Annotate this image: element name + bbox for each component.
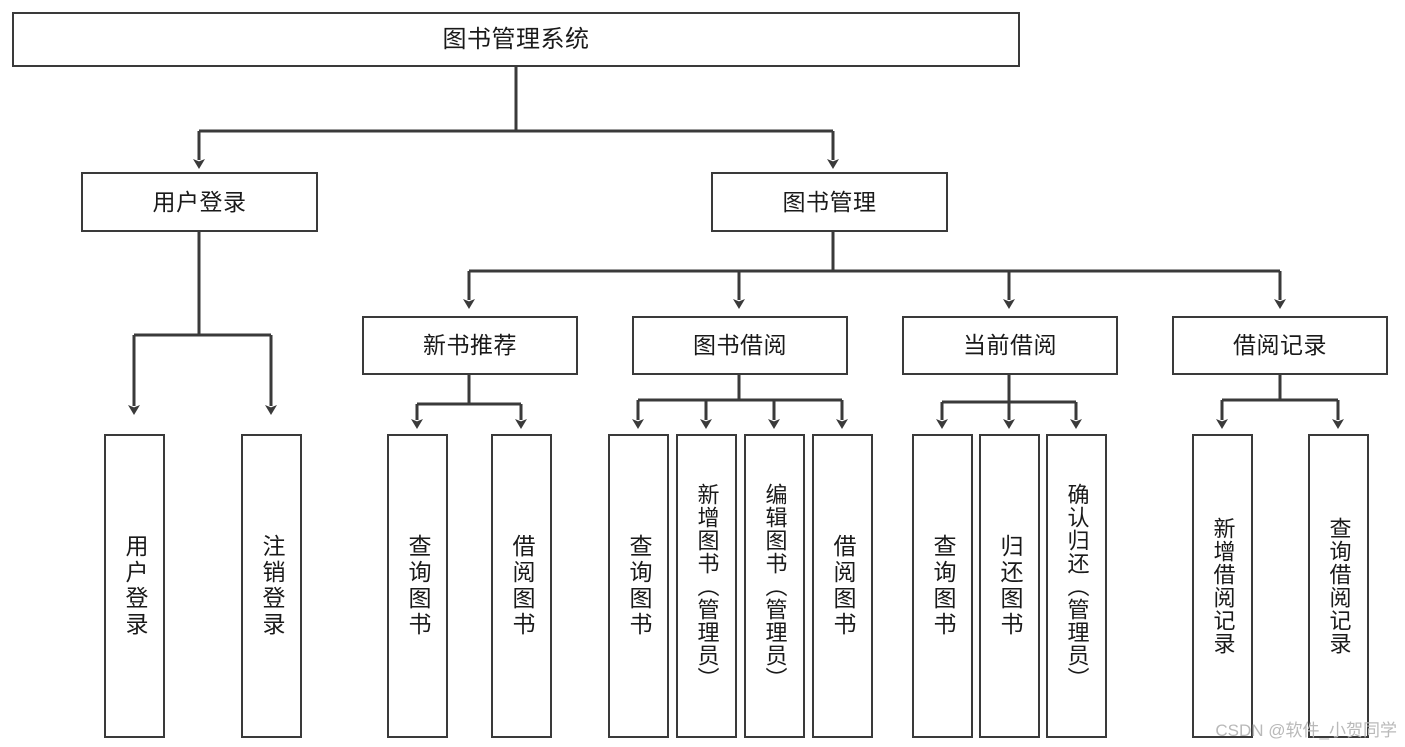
leaf-logout[interactable]: 注销登录 <box>241 434 302 738</box>
leaf-query-book-borrow[interactable]: 查询图书 <box>608 434 669 738</box>
leaf-borrow-book-recommend[interactable]: 借阅图书 <box>491 434 552 738</box>
node-book-management[interactable]: 图书管理 <box>711 172 948 232</box>
node-label: 借阅图书 <box>509 534 535 638</box>
node-label: 新书推荐 <box>423 332 517 359</box>
node-label: 查询借阅记录 <box>1326 517 1352 655</box>
watermark: CSDN @软件_小贺同学 <box>1215 721 1397 740</box>
node-borrow-record[interactable]: 借阅记录 <box>1172 316 1388 375</box>
node-label: 图书管理系统 <box>442 25 590 53</box>
node-label: 图书管理 <box>782 188 877 215</box>
leaf-borrow-book[interactable]: 借阅图书 <box>812 434 873 738</box>
node-label: 注销登录 <box>259 534 285 638</box>
node-label: 当前借阅 <box>963 332 1057 359</box>
node-label: 归还图书 <box>997 534 1023 638</box>
node-new-book-recommend[interactable]: 新书推荐 <box>362 316 578 375</box>
node-label: 借阅图书 <box>830 534 856 638</box>
leaf-return-book[interactable]: 归还图书 <box>979 434 1040 738</box>
node-label: 确认归还（管理员） <box>1064 482 1090 690</box>
leaf-confirm-return-admin[interactable]: 确认归还（管理员） <box>1046 434 1107 738</box>
node-label: 用户登录 <box>122 534 148 638</box>
node-label: 查询图书 <box>626 534 652 638</box>
node-current-borrow[interactable]: 当前借阅 <box>902 316 1118 375</box>
leaf-add-book-admin[interactable]: 新增图书（管理员） <box>676 434 737 738</box>
node-label: 借阅记录 <box>1233 332 1327 359</box>
leaf-query-book-recommend[interactable]: 查询图书 <box>387 434 448 738</box>
leaf-add-borrow-record[interactable]: 新增借阅记录 <box>1192 434 1253 738</box>
node-label: 用户登录 <box>152 188 247 215</box>
leaf-user-login[interactable]: 用户登录 <box>104 434 165 738</box>
node-label: 编辑图书（管理员） <box>762 482 788 690</box>
leaf-query-book-current[interactable]: 查询图书 <box>912 434 973 738</box>
leaf-query-borrow-record[interactable]: 查询借阅记录 <box>1308 434 1369 738</box>
node-label: 图书借阅 <box>693 332 787 359</box>
node-label: 新增借阅记录 <box>1210 517 1236 655</box>
node-book-borrow[interactable]: 图书借阅 <box>632 316 848 375</box>
node-root-system[interactable]: 图书管理系统 <box>12 12 1020 67</box>
node-label: 查询图书 <box>405 534 431 638</box>
node-label: 新增图书（管理员） <box>694 482 720 690</box>
node-user-login[interactable]: 用户登录 <box>81 172 318 232</box>
node-label: 查询图书 <box>930 534 956 638</box>
leaf-edit-book-admin[interactable]: 编辑图书（管理员） <box>744 434 805 738</box>
